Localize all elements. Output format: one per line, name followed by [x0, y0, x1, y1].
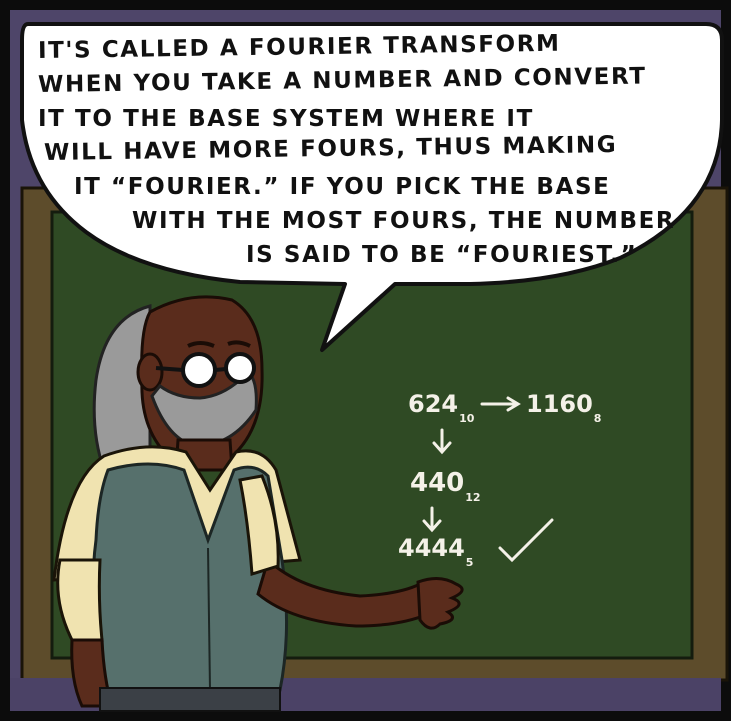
chalk-checkmark — [498, 518, 554, 563]
chalk-base: 5 — [465, 556, 474, 569]
chalk-number-1160: 11608 — [526, 390, 601, 425]
chalk-arrows — [422, 396, 554, 563]
chalk-base: 8 — [593, 412, 602, 425]
glasses-right-lens — [224, 352, 256, 384]
professor-figure — [52, 295, 464, 712]
chalk-number-4444: 44445 — [398, 534, 473, 569]
speech-bubble — [20, 22, 724, 352]
glasses-left-lens — [181, 352, 217, 388]
chalk-value: 4444 — [398, 534, 465, 562]
chalk-base: 10 — [459, 412, 475, 425]
chalk-value: 1160 — [526, 390, 593, 418]
chalk-number-440: 44012 — [410, 468, 481, 504]
chalk-value: 440 — [410, 468, 465, 498]
chalk-number-624: 62410 — [408, 390, 474, 425]
chalk-value: 624 — [408, 390, 459, 418]
chalk-base: 12 — [465, 491, 481, 504]
